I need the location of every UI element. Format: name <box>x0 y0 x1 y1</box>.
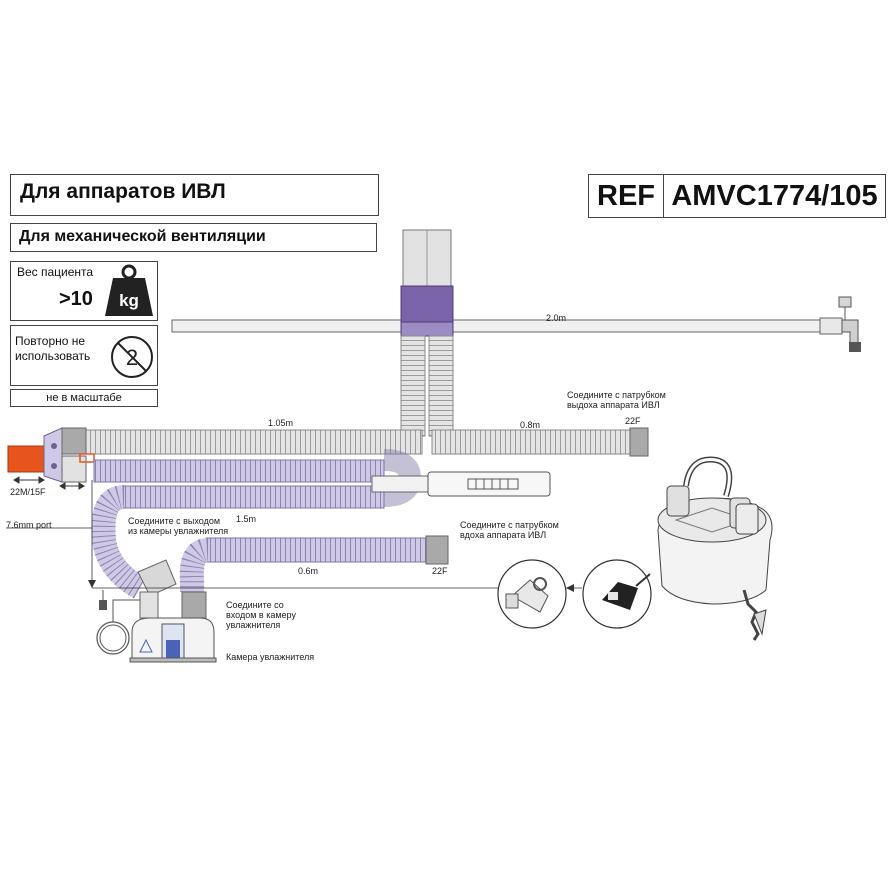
patient-weight-value: >10 <box>59 288 93 310</box>
label-outlet-connect: Соедините с выходом из камеры увлажнител… <box>128 516 228 536</box>
label-0-8m: 0.8m <box>520 420 541 430</box>
tube-0-8m <box>431 429 633 455</box>
patient-weight-label: Вес пациента <box>17 265 94 279</box>
heater-wire-plug <box>427 471 551 497</box>
label-22f-inhale: 22F <box>432 566 448 576</box>
label-2m: 2.0m <box>546 313 567 323</box>
elbow-port <box>849 342 861 352</box>
label-inhale-connect: Соедините с патрубком вдоха аппарата ИВЛ <box>460 520 559 540</box>
label-exhale-line2: выдоха аппарата ИВЛ <box>567 400 660 410</box>
title-box: Для аппаратов ИВЛ <box>10 174 379 216</box>
label-22f-exhale: 22F <box>625 416 641 426</box>
chamber-outlet-elbow <box>137 559 177 597</box>
patient-weight-box: Вес пациента >10 kg <box>10 261 158 321</box>
tube-2m <box>171 319 823 333</box>
wye-orange-connector <box>7 445 45 473</box>
subtitle-text: Для механической вентиляции <box>19 228 266 245</box>
port-22f-inhale <box>425 535 449 565</box>
chamber-inlet-cuff <box>181 591 207 619</box>
label-outlet-line2: из камеры увлажнителя <box>128 526 229 536</box>
not-to-scale-text: не в масштабе <box>46 392 122 404</box>
do-not-reuse-symbol: 2 <box>126 345 138 370</box>
heater-plug-neck <box>371 475 429 493</box>
dimension-arrows <box>13 476 85 490</box>
filter-purple-connector <box>400 285 454 323</box>
label-exhale-connect: Соедините с патрубком выдоха аппарата ИВ… <box>567 390 666 410</box>
humidifier-chamber-3d <box>657 456 773 641</box>
tube-2m-end-connector <box>819 317 843 335</box>
probe-cable-coil <box>96 621 130 655</box>
ref-box: REF AMVC1774/105 <box>588 174 886 218</box>
do-not-reuse-line2: использовать <box>15 349 91 363</box>
label-chamber: Камера увлажнителя <box>226 652 315 662</box>
inspiratory-tube-1-5m <box>119 485 385 509</box>
label-0-6m: 0.6m <box>298 566 319 576</box>
label-outlet-line1: Соедините с выходом <box>128 516 221 526</box>
wye-lilac-body <box>43 427 63 483</box>
vertical-tube-left <box>400 335 426 437</box>
not-to-scale-note: не в масштабе <box>10 389 158 407</box>
do-not-reuse-box: Повторно не использовать 2 <box>10 325 158 386</box>
elbow-cap <box>838 296 852 308</box>
label-inlet-line2: входом в камеру <box>226 610 296 620</box>
tube-0-6m <box>205 537 427 563</box>
ref-code: AMVC1774/105 <box>671 179 878 212</box>
label-exhale-line1: Соедините с патрубком <box>567 390 666 400</box>
label-inlet-connect: Соедините со входом в камеру увлажнителя <box>226 600 296 630</box>
subtitle-box: Для механической вентиляции <box>10 223 377 252</box>
label-inlet-line3: увлажнителя <box>226 620 281 630</box>
do-not-reuse-label: Повторно не использовать <box>15 334 90 364</box>
chamber-logo-icon <box>139 638 153 653</box>
label-inhale-line1: Соедините с патрубком <box>460 520 559 530</box>
wye-upper-cuff <box>61 427 87 455</box>
ref-label: REF <box>589 175 664 217</box>
label-1-5m: 1.5m <box>236 514 257 524</box>
label-1-05m: 1.05m <box>268 418 294 428</box>
weight-unit: kg <box>119 291 139 310</box>
wye-lower-cuff <box>61 455 87 483</box>
vertical-tube-right <box>428 335 454 437</box>
temp-port-marker <box>79 453 95 463</box>
label-7-6mm-port: 7.6mm port <box>6 520 52 530</box>
tube-1-05m <box>85 429 423 455</box>
title-text: Для аппаратов ИВЛ <box>20 180 226 203</box>
label-22m-15f: 22M/15F <box>10 487 46 497</box>
probe-connector <box>99 600 107 610</box>
do-not-reuse-line1: Повторно не <box>15 334 86 348</box>
label-inlet-line1: Соедините со <box>226 600 284 610</box>
weight-icon: kg <box>105 264 153 316</box>
do-not-reuse-icon: 2 <box>111 336 153 378</box>
label-inhale-line2: вдоха аппарата ИВЛ <box>460 530 547 540</box>
port-22f-exhale <box>629 427 649 457</box>
inspiratory-tube-upper <box>93 459 385 483</box>
chamber-outlet-cuff <box>139 591 159 619</box>
